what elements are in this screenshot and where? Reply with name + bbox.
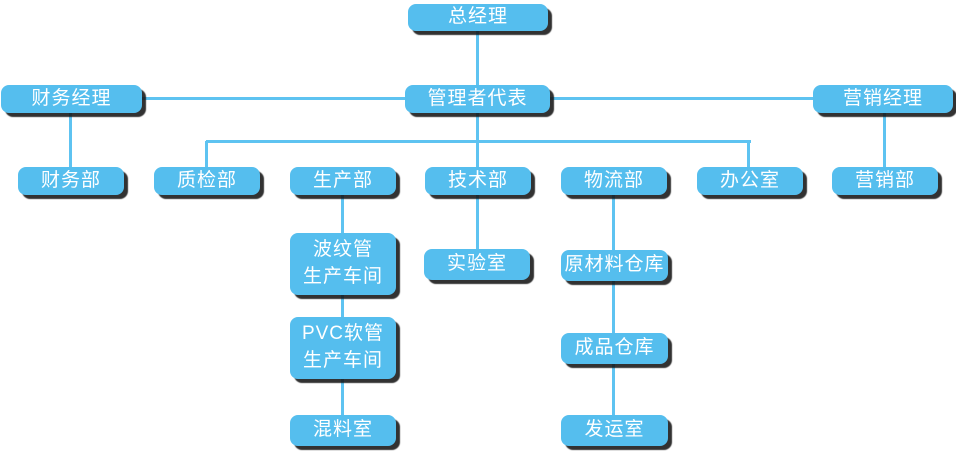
org-node-label: 办公室 [719, 169, 780, 191]
org-node-label: 实验室 [446, 253, 507, 275]
org-node-production-dept: 生产部 [290, 167, 396, 195]
org-node-logistics-dept: 物流部 [561, 167, 667, 195]
org-node-label: 财务经理 [31, 87, 112, 109]
connector-logistics-drop-2 [612, 281, 615, 333]
org-node-label: 原材料仓库 [564, 254, 665, 276]
org-node-marketing-manager: 营销经理 [813, 85, 953, 113]
org-node-label: PVC软管 生产车间 [301, 323, 385, 371]
org-node-laboratory: 实验室 [424, 249, 530, 280]
org-node-label: 发运室 [584, 419, 645, 441]
org-node-pvc-hose-workshop: PVC软管 生产车间 [290, 317, 396, 379]
org-node-finance-dept: 财务部 [18, 167, 124, 195]
org-node-label: 波纹管 生产车间 [302, 239, 383, 287]
connector-logistics-drop-3 [612, 364, 615, 415]
connector-production-drop-1 [341, 195, 344, 233]
org-node-label: 生产部 [312, 169, 373, 191]
org-node-label: 质检部 [176, 169, 237, 191]
connector-production-drop-3 [341, 379, 344, 415]
org-node-label: 财务部 [40, 169, 101, 191]
org-node-label: 成品仓库 [574, 337, 655, 359]
connector-technology-drop [476, 195, 479, 249]
org-node-finished-goods-warehouse: 成品仓库 [561, 333, 668, 364]
org-node-label: 技术部 [447, 169, 508, 191]
org-node-shipping-room: 发运室 [561, 415, 668, 446]
org-node-label: 物流部 [583, 169, 644, 191]
org-node-label: 总经理 [447, 6, 508, 28]
connector-bus-right-drop [747, 141, 750, 167]
org-node-management-representative: 管理者代表 [405, 85, 550, 113]
connector-bus-left-drop [205, 141, 208, 167]
org-node-technology-dept: 技术部 [425, 167, 531, 195]
org-node-quality-inspection-dept: 质检部 [154, 167, 260, 195]
connector-rep-to-marketing-mgr [550, 97, 813, 100]
org-node-label: 混料室 [312, 419, 373, 441]
org-node-finance-manager: 财务经理 [1, 85, 142, 113]
org-node-label: 营销部 [854, 169, 915, 191]
org-node-marketing-dept: 营销部 [832, 167, 938, 195]
org-node-label: 营销经理 [842, 87, 923, 109]
connector-dept-bus [206, 140, 751, 143]
connector-gm-to-rep [476, 31, 479, 85]
connector-finance-mgr-drop [69, 113, 72, 167]
connector-rep-to-finance-mgr [142, 97, 405, 100]
org-node-raw-material-warehouse: 原材料仓库 [561, 250, 668, 281]
org-node-mixing-room: 混料室 [290, 415, 396, 446]
org-node-office: 办公室 [697, 167, 803, 195]
org-node-general-manager: 总经理 [408, 4, 548, 31]
connector-marketing-mgr-drop [883, 113, 886, 167]
connector-logistics-drop-1 [612, 195, 615, 250]
connector-production-drop-2 [341, 295, 344, 317]
org-node-corrugated-pipe-workshop: 波纹管 生产车间 [290, 233, 396, 295]
org-node-label: 管理者代表 [427, 87, 528, 109]
